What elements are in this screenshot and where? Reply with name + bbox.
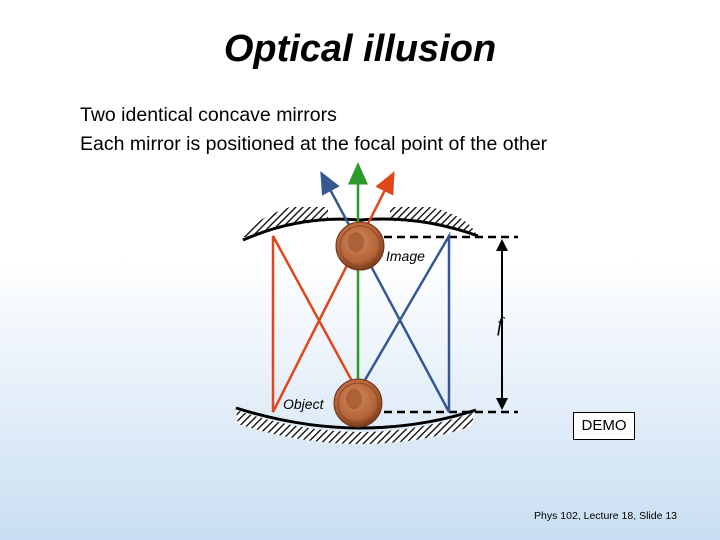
image-label: Image bbox=[386, 248, 425, 264]
bottom-mirror bbox=[235, 406, 477, 444]
bottom-mirror-surface bbox=[235, 406, 477, 430]
slide-title: Optical illusion bbox=[223, 28, 497, 70]
body-line-2: Each mirror is positioned at the focal p… bbox=[80, 133, 548, 155]
slide-footer: Phys 102, Lecture 18, Slide 13 bbox=[534, 510, 678, 522]
penny-object bbox=[333, 378, 383, 428]
bottom-mirror-hatching bbox=[236, 410, 474, 444]
top-mirror bbox=[242, 207, 479, 242]
ray-paths bbox=[271, 162, 451, 413]
focal-length-label: f bbox=[497, 314, 503, 336]
blue-ray-right bbox=[320, 171, 451, 413]
top-mirror-surface bbox=[242, 217, 479, 242]
focal-arrowhead-bottom bbox=[496, 398, 508, 410]
focal-arrowhead-top bbox=[496, 239, 508, 251]
focal-length-indicator bbox=[384, 235, 518, 414]
red-ray-left bbox=[271, 171, 395, 413]
object-label: Object bbox=[283, 396, 324, 412]
demo-button[interactable]: DEMO bbox=[573, 412, 635, 440]
top-mirror-hatching-left bbox=[243, 207, 328, 237]
penny-image bbox=[335, 221, 385, 271]
body-line-1: Two identical concave mirrors bbox=[80, 104, 337, 126]
